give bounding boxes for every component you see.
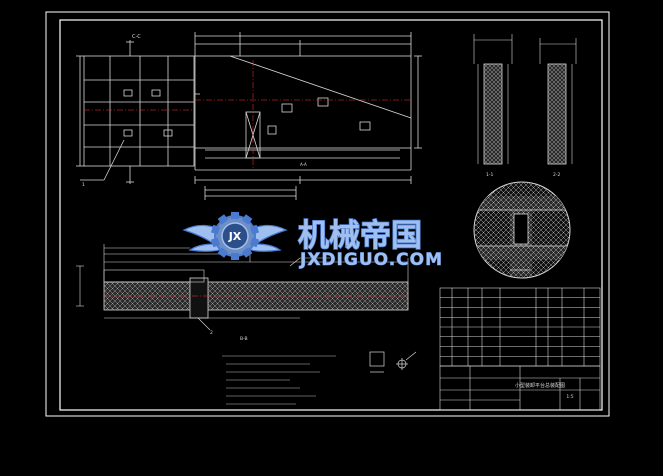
plan-label-top: C-C: [132, 34, 141, 40]
title-block: [439, 365, 601, 411]
elevation-view: [194, 32, 422, 200]
section-label-right: 2-2: [553, 172, 560, 178]
long-section-detail-label: 2: [210, 330, 213, 336]
emblem-letters: JX: [228, 230, 242, 243]
watermark-brand-cn: 机械帝国: [298, 218, 422, 254]
drawing-frame: [45, 11, 610, 417]
elevation-centerlines: [195, 60, 411, 168]
watermark-brand-en: JXDIGUO.COM: [299, 250, 443, 270]
title-block-scale: 1:5: [566, 394, 573, 400]
technical-notes: [222, 355, 336, 405]
plan-label-detail: 1: [82, 182, 85, 188]
bill-of-materials-table: [439, 287, 601, 367]
section-label-left: 1-1: [486, 172, 493, 178]
detail-circle: [473, 181, 571, 279]
gear-icon: [210, 212, 260, 260]
side-section-right: [539, 38, 577, 165]
title-block-drawing-title: 小型装卸平台总装配图: [515, 382, 565, 389]
side-section-left: [473, 34, 513, 165]
elevation-dim-label: A-A: [300, 162, 307, 167]
long-section-label: B-B: [240, 336, 248, 342]
plan-view: [76, 40, 195, 184]
watermark-logo: JX 机械帝国 JXDIGUO.COM: [182, 212, 443, 270]
weld-symbol-detail: [369, 351, 417, 373]
